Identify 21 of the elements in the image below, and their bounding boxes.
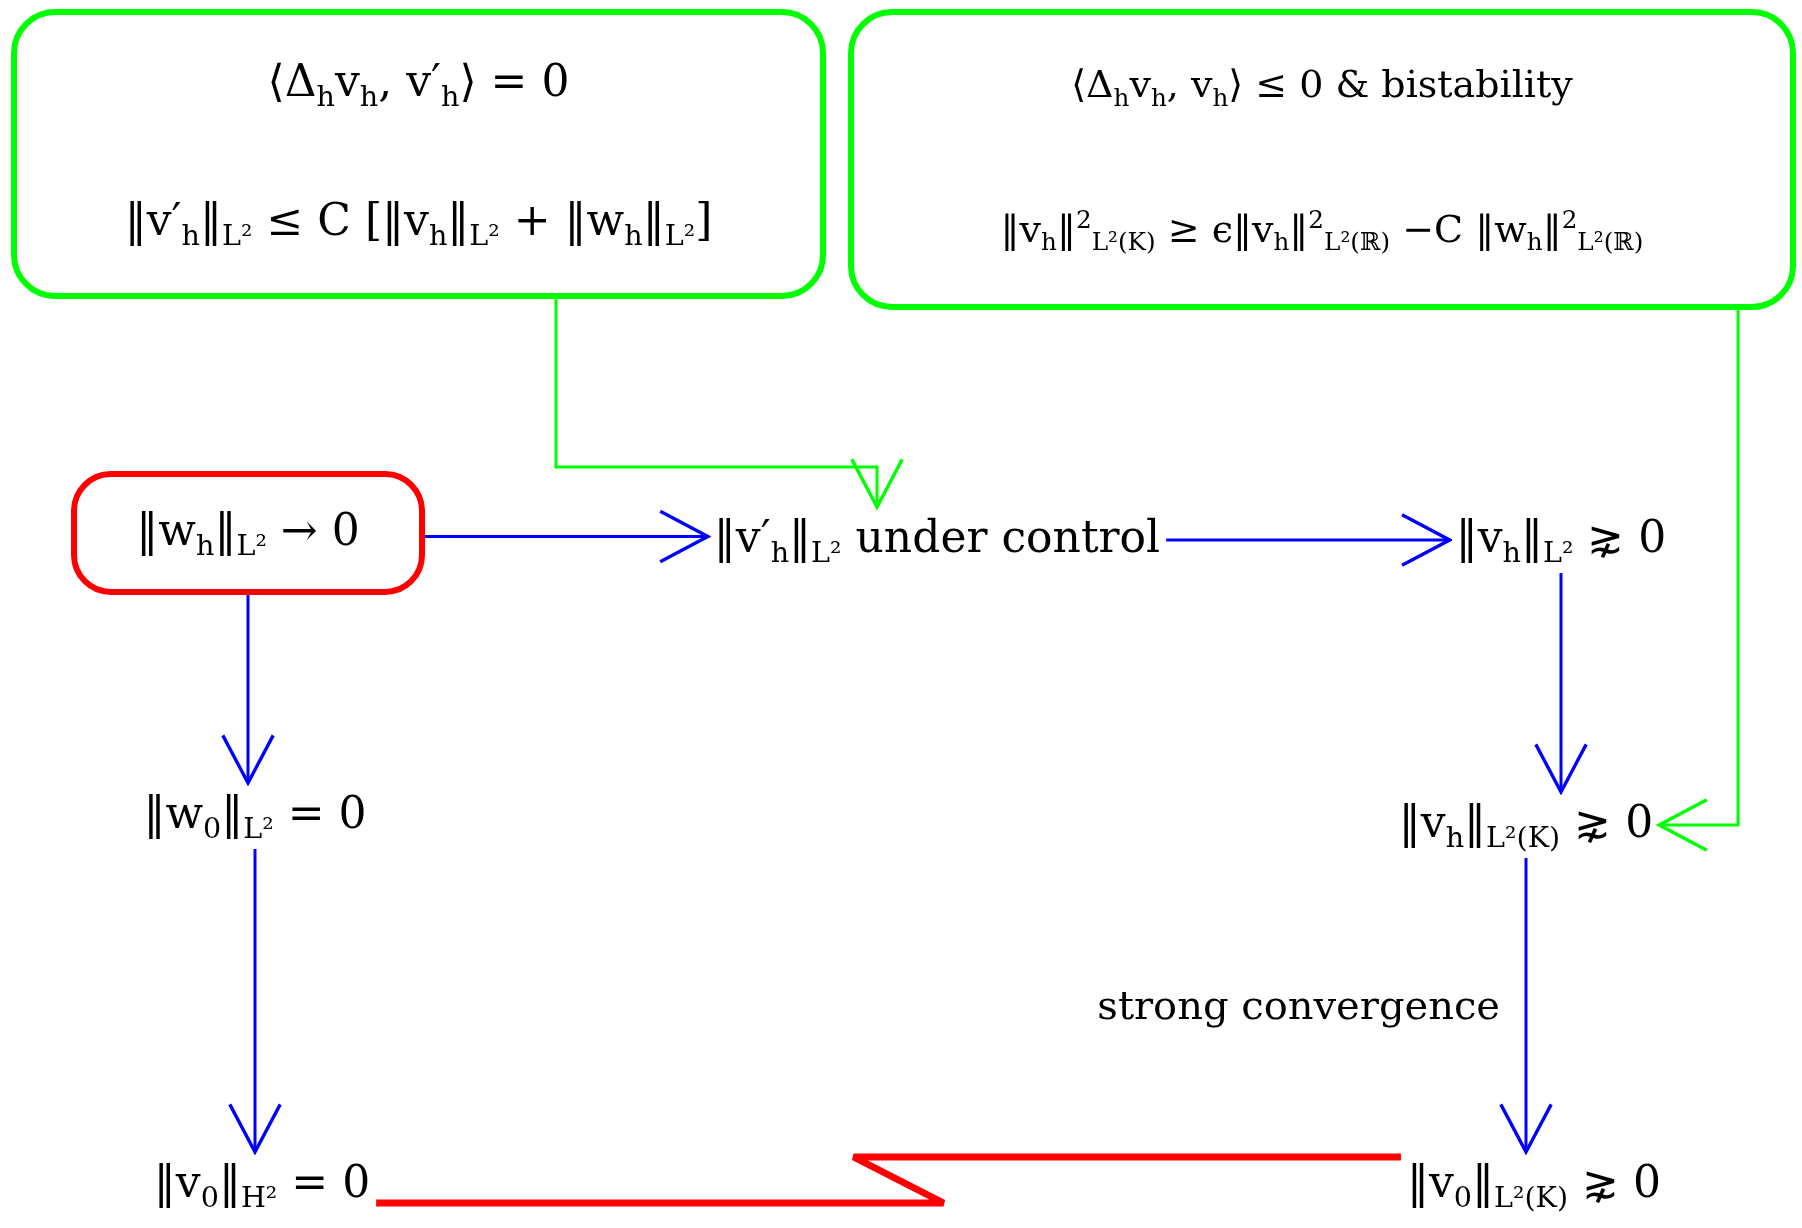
formula-text: ⟨Δ$_{h}$v$_{h}$, v′$_{h}$⟩ = 0 bbox=[267, 55, 570, 114]
formula-text: ‖w$_{h}$‖$_{L²}$ → 0 bbox=[136, 503, 360, 563]
formula-text: ‖v$_{h}$‖$_{L²(K)}$ ⋧ 0 bbox=[1392, 791, 1660, 859]
arrow bbox=[221, 595, 275, 785]
formula-text: ‖v′$_{h}$‖$_{L²}$ under control bbox=[707, 506, 1167, 574]
formula-text: ‖v$_{h}$‖$_{L²}$ ⋧ 0 bbox=[1449, 506, 1673, 574]
formula-text: ‖v′$_{h}$‖$_{L²}$ ≤ C [‖v$_{h}$‖$_{L²}$ + ‖w$_{h}$‖$_{L²}$] bbox=[124, 194, 713, 253]
condition-box bbox=[11, 9, 826, 299]
arrow bbox=[1166, 513, 1452, 567]
assumption-box bbox=[71, 471, 425, 595]
arrow bbox=[1657, 310, 1740, 852]
formula-text: ⟨Δ$_{h}$v$_{h}$, v$_{h}$⟩ ≤ 0 & bistability bbox=[1071, 61, 1573, 112]
formula-text: ‖w$_{0}$‖$_{L²}$ = 0 bbox=[137, 782, 373, 850]
condition-box bbox=[848, 9, 1796, 310]
arrow bbox=[554, 299, 904, 509]
formula-text: ‖v$_{0}$‖$_{L²(K)}$ ⋧ 0 bbox=[1400, 1151, 1668, 1219]
formula-text: ‖v$_{0}$‖$_{H²}$ = 0 bbox=[147, 1151, 377, 1219]
arrow bbox=[228, 849, 282, 1154]
arrow bbox=[425, 509, 710, 564]
arrow bbox=[1534, 573, 1588, 794]
arrow bbox=[1499, 858, 1553, 1154]
